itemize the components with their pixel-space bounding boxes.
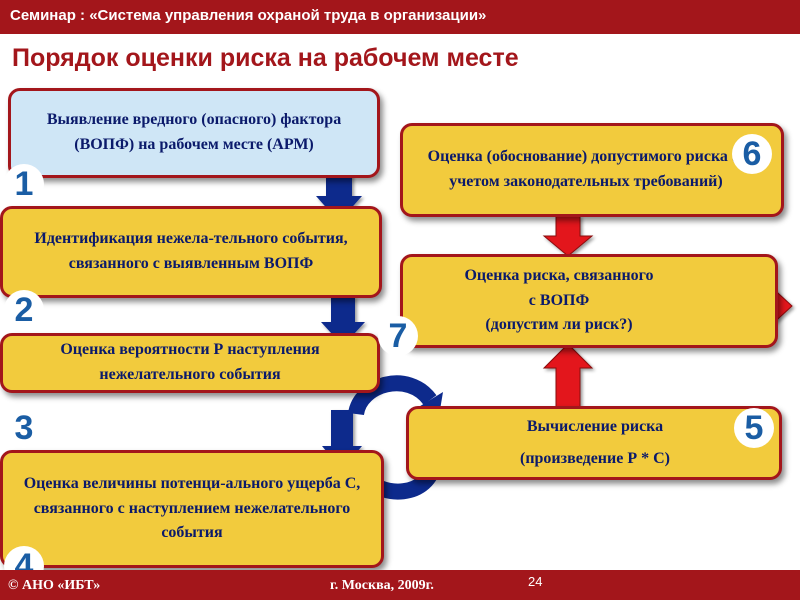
arrow-6-to-7 <box>542 215 594 257</box>
step-2-box: Идентификация нежела-тельного события, с… <box>0 206 382 298</box>
step-3-box: Оценка вероятности Р наступления нежелат… <box>0 333 380 393</box>
step-number-7: 7 <box>378 316 418 356</box>
step-6-text: Оценка (обоснование) допустимого риска (… <box>427 148 745 190</box>
step-7-line3: (допустим ли риск?) <box>485 316 633 334</box>
step-7-line2: с ВОПФ <box>528 291 590 309</box>
step-6-box: Оценка (обоснование) допустимого риска (… <box>400 123 784 217</box>
page-number: 24 <box>528 574 543 589</box>
arrow-5-to-7 <box>542 343 594 409</box>
step-number-6: 6 <box>732 134 772 174</box>
step-1-box: Выявление вредного (опасного) фактора (В… <box>8 88 380 178</box>
step-1-text: Выявление вредного (опасного) фактора (В… <box>46 111 342 153</box>
footer-bar <box>0 570 800 600</box>
step-number-2: 2 <box>4 290 44 330</box>
step-7-box: Оценка риска, связанного с ВОПФ (допусти… <box>400 254 778 348</box>
page-title: Порядок оценки риска на рабочем месте <box>12 44 519 72</box>
step-4-text: Оценка величины потенци-ального ущерба С… <box>23 474 361 542</box>
header-bar <box>0 0 800 34</box>
step-number-5: 5 <box>734 408 774 448</box>
step-5-line1: Вычисление риска <box>526 418 664 435</box>
cycle-arrow-top <box>348 375 437 417</box>
footer-city-year: г. Москва, 2009г. <box>330 578 434 593</box>
step-4-box: Оценка величины потенци-ального ущерба С… <box>0 450 384 568</box>
step-number-3: 3 <box>4 408 44 448</box>
step-5-line2: (произведение Р * С) <box>519 450 670 467</box>
step-3-text: Оценка вероятности Р наступления нежелат… <box>60 341 320 383</box>
step-number-1: 1 <box>4 164 44 204</box>
footer-organization: © АНО «ИБТ» <box>8 578 101 593</box>
seminar-header: Семинар : «Система управления охраной тр… <box>10 7 487 24</box>
step-2-text: Идентификация нежела-тельного события, с… <box>34 230 348 272</box>
step-7-line1: Оценка риска, связанного <box>464 266 654 284</box>
step-5-box: Вычисление риска (произведение Р * С) <box>406 406 782 480</box>
